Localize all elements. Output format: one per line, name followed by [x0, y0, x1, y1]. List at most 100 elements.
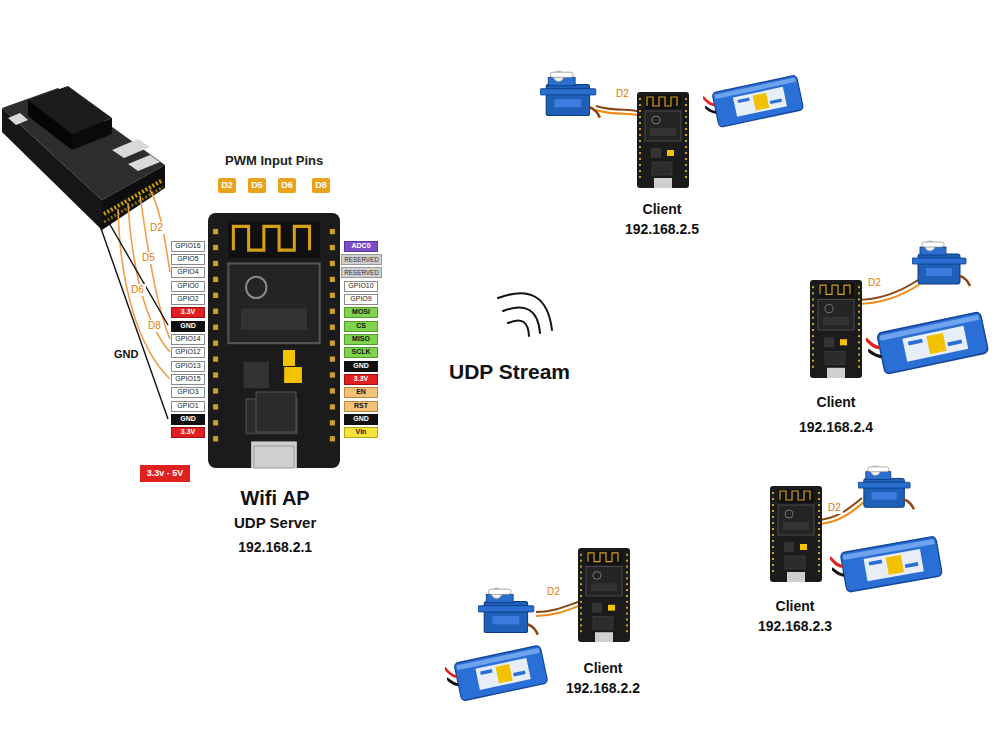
- server-board: [208, 213, 340, 468]
- wire-label: D2: [866, 277, 883, 289]
- pin-label: GPIO1: [171, 401, 205, 412]
- client-unit: [444, 548, 630, 703]
- pin-label: GPIO9: [344, 294, 378, 305]
- wire-label: D6: [129, 284, 146, 296]
- pin-label: GPIO10: [344, 281, 378, 292]
- server-board: [256, 392, 296, 432]
- client-unit: [702, 75, 803, 129]
- pin-label: CS: [344, 321, 378, 332]
- pin-label: GPIO3: [171, 387, 205, 398]
- pin-label: GPIO2: [171, 294, 205, 305]
- pin-tag: D8: [312, 178, 330, 193]
- server-board: [208, 213, 340, 468]
- flight-controller: [112, 139, 150, 158]
- flight-controller: [128, 155, 160, 171]
- client-caption: Client 192.168.2.5: [622, 201, 702, 238]
- server-board: [283, 350, 295, 366]
- client-unit: [858, 466, 914, 509]
- pin-label: RESERVED: [341, 267, 382, 278]
- pin-label: RESERVED: [341, 254, 382, 265]
- wire-label: D5: [140, 252, 157, 264]
- pin-label: GPIO12: [171, 347, 205, 358]
- client-unit: [816, 502, 864, 524]
- flight-controller: [102, 165, 165, 230]
- wifi-arcs: [498, 293, 552, 336]
- pin-label: GPIO16: [171, 241, 205, 252]
- pin-label: RST: [344, 401, 378, 412]
- heading-label: PWM Input Pins: [225, 154, 323, 169]
- wire-label: GND: [112, 348, 140, 361]
- pin-label: GND: [344, 361, 378, 372]
- pin-label: EN: [344, 387, 378, 398]
- node-text: 192.168.2.5: [625, 221, 699, 238]
- client-unit: [810, 280, 862, 378]
- server-board: [254, 446, 294, 468]
- pin-label: 3.3V: [344, 374, 378, 385]
- flight-controller: [72, 118, 112, 150]
- flight-controller: [2, 86, 165, 230]
- client-caption: Client 192.168.2.2: [563, 660, 643, 697]
- signal-wires: [98, 190, 170, 419]
- voltage-tag: 3.3v - 5V: [140, 465, 190, 482]
- pin-label: GPIO15: [171, 374, 205, 385]
- node-text: 192.168.2.2: [566, 680, 640, 697]
- client-unit: [829, 536, 942, 594]
- pin-tag: D6: [278, 178, 296, 193]
- node-heading: Client: [566, 660, 640, 677]
- node-text: 192.168.2.3: [758, 618, 832, 635]
- wire-label: D2: [545, 586, 562, 598]
- node-text: 192.168.2.4: [799, 419, 873, 436]
- server-caption: Wifi AP UDP Server 192.168.2.1: [231, 486, 319, 556]
- pin-label: SCLK: [344, 347, 378, 358]
- node-heading: Client: [799, 394, 873, 411]
- wifi-arcs: [508, 320, 529, 336]
- client-unit: [578, 548, 630, 642]
- client-unit: [478, 588, 538, 635]
- pin-tag: D5: [248, 178, 266, 193]
- pin-tag: D2: [218, 178, 236, 193]
- client-unit: [770, 486, 822, 582]
- signal-wires: [98, 220, 168, 419]
- pin-label: GND: [171, 414, 205, 425]
- pin-label: GPIO14: [171, 334, 205, 345]
- pin-label: GPIO0: [171, 281, 205, 292]
- pin-label: ADC0: [344, 241, 378, 252]
- signal-wires: [128, 203, 170, 352]
- client-unit: [596, 110, 640, 116]
- node-heading: Wifi AP: [234, 486, 316, 510]
- flight-controller: [28, 100, 72, 150]
- client-unit: [637, 92, 689, 188]
- wire-label: D8: [146, 320, 163, 332]
- client-unit: [865, 312, 989, 377]
- client-unit: [810, 241, 989, 378]
- pin-label: GPIO13: [171, 361, 205, 372]
- node-heading: Client: [758, 598, 832, 615]
- pin-label: GPIO5: [171, 254, 205, 265]
- stream-label: UDP Stream: [449, 360, 570, 384]
- signal-wires: [140, 196, 170, 339]
- flight-controller: [8, 113, 28, 125]
- client-unit: [912, 241, 970, 286]
- pin-label: GND: [344, 414, 378, 425]
- node-text: UDP Server: [234, 514, 316, 532]
- pin-label: GPIO4: [171, 267, 205, 278]
- client-caption: Client 192.168.2.3: [755, 598, 835, 635]
- client-unit: [444, 645, 548, 703]
- node-heading: Client: [625, 201, 699, 218]
- pin-label: GND: [171, 321, 205, 332]
- client-unit: [540, 71, 600, 118]
- signal-wires: [105, 216, 168, 325]
- pin-label: MISO: [344, 334, 378, 345]
- pin-label: 3.3V: [171, 307, 205, 318]
- pin-label: MOSI: [344, 307, 378, 318]
- wire-label: D2: [148, 222, 165, 234]
- flight-controller: [104, 187, 163, 222]
- wire-label: D2: [614, 88, 631, 100]
- client-unit: [540, 71, 804, 188]
- wire-label: D2: [826, 502, 843, 514]
- node-text: 192.168.2.1: [234, 538, 316, 556]
- client-caption: Client 192.168.2.4: [796, 394, 876, 436]
- client-unit: [770, 466, 942, 594]
- pin-label: Vin: [344, 427, 378, 438]
